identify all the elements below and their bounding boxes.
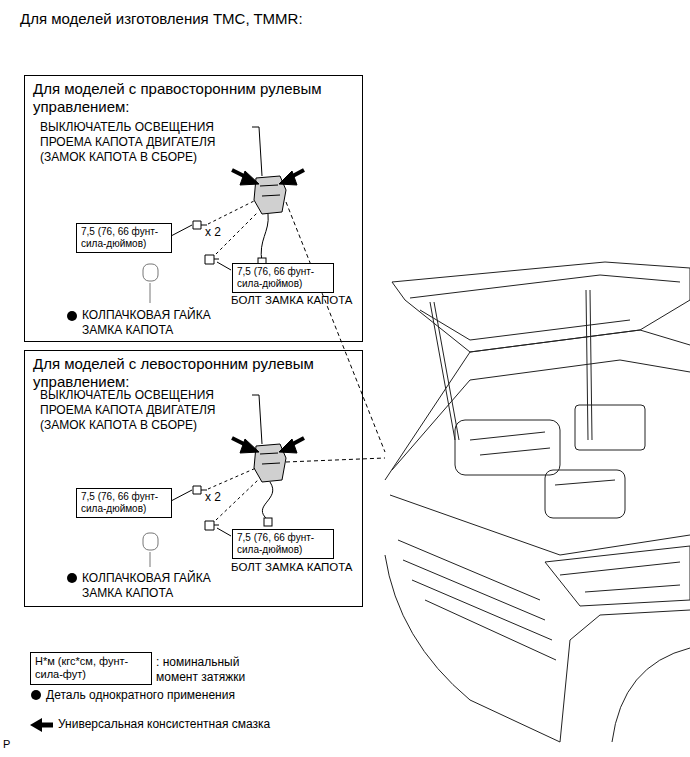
grease-arrow bbox=[279, 439, 297, 453]
bumper bbox=[385, 555, 560, 742]
part-name: ВЫКЛЮЧАТЕЛЬ ОСВЕЩЕНИЯ ПРОЕМА КАПОТА ДВИГ… bbox=[40, 120, 250, 165]
battery bbox=[575, 405, 645, 450]
hood-strut bbox=[430, 302, 459, 440]
radiator-support bbox=[390, 495, 690, 555]
leader-line bbox=[252, 395, 259, 396]
torque-box: 7,5 (76, 66 фунт-сила-дюймов) bbox=[232, 529, 334, 559]
leader-line bbox=[252, 127, 259, 128]
bolt bbox=[205, 255, 219, 264]
single-use-mark bbox=[67, 573, 77, 583]
cowl-line bbox=[385, 330, 690, 480]
quantity: x 2 bbox=[205, 490, 221, 505]
torque-box: 7,5 (76, 66 фунт-сила-дюймов) bbox=[76, 488, 172, 518]
headlight bbox=[545, 546, 690, 606]
dashed-line bbox=[216, 212, 258, 254]
leader-line bbox=[150, 552, 151, 567]
air-box bbox=[545, 470, 625, 518]
engine-detail bbox=[470, 432, 615, 485]
part-name: БОЛТ ЗАМКА КАПОТА bbox=[231, 293, 353, 307]
legend-torque-box: Н*м (кгс*см, фунт-сила-фут) bbox=[30, 652, 152, 685]
quantity: x 2 bbox=[205, 225, 221, 240]
fender bbox=[560, 610, 690, 742]
part-name: КОЛПАЧКОВАЯ ГАЙКА ЗАМКА КАПОТА bbox=[82, 571, 232, 601]
torque-value: 7,5 (76, 66 фунт-сила-дюймов) bbox=[237, 532, 329, 556]
leader-line bbox=[171, 490, 192, 501]
cap-nut bbox=[143, 533, 158, 550]
grease-arrow bbox=[279, 171, 297, 185]
leader-line bbox=[150, 283, 151, 303]
torque-value: 7,5 (76, 66 фунт-сила-дюймов) bbox=[81, 491, 167, 515]
leader-line bbox=[259, 127, 262, 176]
cap-nut bbox=[143, 264, 158, 281]
page-mark: P bbox=[3, 738, 10, 752]
car-front bbox=[385, 262, 690, 742]
hood-lock-detail bbox=[260, 185, 280, 196]
leader-line bbox=[171, 225, 192, 236]
bolt bbox=[193, 486, 207, 494]
leader-line bbox=[217, 262, 231, 270]
dashed-line bbox=[208, 200, 256, 224]
legend-bullet bbox=[31, 690, 41, 700]
single-use-mark bbox=[67, 311, 77, 321]
grease-arrow bbox=[240, 439, 259, 453]
torque-value: 7,5 (76, 66 фунт-сила-дюймов) bbox=[237, 266, 329, 290]
torque-value: 7,5 (76, 66 фунт-сила-дюймов) bbox=[81, 226, 167, 250]
part-name: БОЛТ ЗАМКА КАПОТА bbox=[231, 560, 353, 574]
bolt bbox=[193, 221, 207, 229]
page-title: Для моделей изготовления TMC, TMMR: bbox=[20, 10, 303, 29]
legend-arrow bbox=[30, 718, 42, 732]
panel-heading: Для моделей с левосторонним рулевым упра… bbox=[33, 355, 354, 391]
engine-cover bbox=[455, 420, 560, 475]
hood-strut bbox=[586, 290, 592, 440]
hood-lock-detail bbox=[260, 453, 280, 464]
torque-unit: Н*м (кгс*см, фунт-сила-фут) bbox=[35, 655, 147, 681]
dashed-line bbox=[208, 468, 256, 489]
legend-text: : номинальный момент затяжки bbox=[156, 655, 266, 685]
grille bbox=[398, 540, 556, 660]
dashed-line bbox=[286, 458, 385, 462]
leader-line bbox=[217, 528, 231, 536]
torque-box: 7,5 (76, 66 фунт-сила-дюймов) bbox=[232, 263, 334, 293]
bolt bbox=[205, 521, 219, 530]
dashed-line bbox=[286, 202, 385, 452]
legend-text: Деталь однократного применения bbox=[46, 688, 235, 703]
dashed-line bbox=[216, 480, 258, 520]
grease-arrow bbox=[240, 171, 259, 185]
switch-wire bbox=[261, 214, 268, 262]
panel-heading: Для моделей с правосторонним рулевым упр… bbox=[33, 80, 354, 116]
headlight-detail bbox=[560, 562, 680, 592]
part-name: КОЛПАЧКОВАЯ ГАЙКА ЗАМКА КАПОТА bbox=[82, 308, 232, 338]
switch-wire bbox=[262, 482, 272, 520]
legend-text: Универсальная консистентная смазка bbox=[58, 717, 270, 732]
engine-bay-edge bbox=[392, 360, 690, 470]
leader-line bbox=[259, 395, 262, 444]
wire-connector bbox=[264, 518, 272, 526]
wheel-arch bbox=[612, 648, 690, 742]
torque-box: 7,5 (76, 66 фунт-сила-дюймов) bbox=[76, 223, 172, 253]
part-name: ВЫКЛЮЧАТЕЛЬ ОСВЕЩЕНИЯ ПРОЕМА КАПОТА ДВИГ… bbox=[40, 388, 250, 433]
